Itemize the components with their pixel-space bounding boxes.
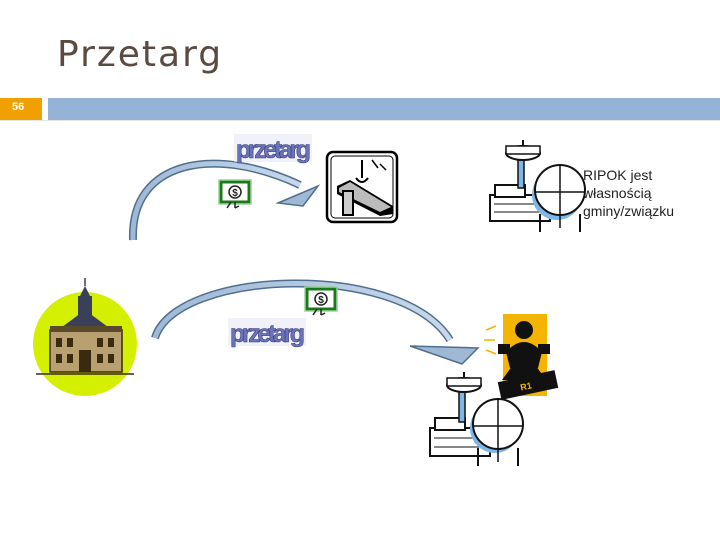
town-hall-icon [33, 278, 137, 396]
svg-text:$: $ [318, 295, 324, 306]
tender-label-bottom-text: przetarg [230, 320, 304, 348]
svg-text:R1: R1 [519, 380, 532, 392]
page-title: Przetarg [57, 34, 224, 75]
slide-number-badge: 56 [0, 98, 42, 120]
tender-label-bottom: przetarg [228, 318, 306, 348]
construction-icon [325, 150, 399, 224]
tender-label-top: przetarg [234, 134, 312, 164]
svg-text:$: $ [232, 188, 238, 199]
bottom-flow-arrow [151, 279, 480, 365]
tender-label-top-text: przetarg [236, 136, 310, 164]
slide-number: 56 [12, 101, 25, 113]
money-icon: $ [218, 179, 252, 209]
money-icon: $ [304, 286, 338, 316]
header-bar [48, 98, 720, 120]
industrial-plant-icon [429, 372, 524, 466]
industry-icon: R1 [484, 314, 559, 400]
industrial-plant-icon [489, 140, 586, 232]
ownership-note: RIPOK jest własnością gminy/związku [583, 167, 675, 219]
title-divider [0, 120, 720, 121]
top-flow-arrow [128, 159, 321, 241]
